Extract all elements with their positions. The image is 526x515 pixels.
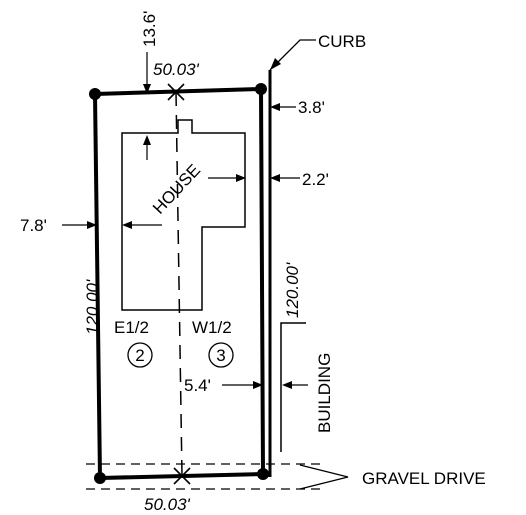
left-setback-label: 7.8' <box>20 216 47 235</box>
lot-corner-se <box>257 468 269 480</box>
curb-offset-mid-label: 2.2' <box>302 170 329 189</box>
gravel-drive-arrow <box>299 464 349 490</box>
centerline-cross-bottom <box>173 467 191 485</box>
gravel-drive-label: GRAVEL DRIVE <box>362 469 486 488</box>
building-gap-arrowhead-left <box>253 381 263 389</box>
lot-east-number: 2 <box>135 346 144 365</box>
lot-west-number-circle <box>208 342 234 368</box>
left-depth-label: 120.00' <box>83 279 102 335</box>
curb-leader <box>269 39 316 71</box>
building-gap-arrowhead-right <box>282 381 292 389</box>
building-outline <box>280 322 306 452</box>
lot-east-number-circle <box>127 342 153 368</box>
curb-offset-mid-arrowhead-right <box>270 174 280 182</box>
top-offset-label: 13.6' <box>140 11 159 47</box>
lot-west-half-label: W1/2 <box>192 318 232 337</box>
centerline-cross-top <box>167 83 185 101</box>
top-offset-arrowhead <box>143 84 151 94</box>
lot-corner-sw <box>94 472 106 484</box>
curb-offset-mid-arrowhead-left <box>236 174 246 182</box>
house-outline <box>121 119 246 311</box>
top-width-label: 50.03' <box>153 60 200 79</box>
lot-east-half-label: E1/2 <box>114 318 149 337</box>
curb-offset-top-label: 3.8' <box>298 98 325 117</box>
building-label: BUILDING <box>315 353 334 433</box>
house-setback-north-arrowhead <box>143 135 151 145</box>
left-setback-arrowhead-inside <box>122 221 132 229</box>
curb-leader-arrowhead <box>270 58 281 70</box>
curb-label: CURB <box>318 32 366 51</box>
lot-corner-ne <box>255 83 267 95</box>
curb-offset-top-arrowhead <box>270 103 280 111</box>
bottom-width-label: 50.03' <box>144 495 191 514</box>
building-gap-label: 5.4' <box>184 376 211 395</box>
right-depth-label: 120.00' <box>283 262 302 318</box>
lot-division-line <box>175 91 183 477</box>
left-setback-arrowhead-outside <box>87 221 97 229</box>
lot-corner-nw <box>89 88 101 100</box>
lot-west-number: 3 <box>216 346 225 365</box>
